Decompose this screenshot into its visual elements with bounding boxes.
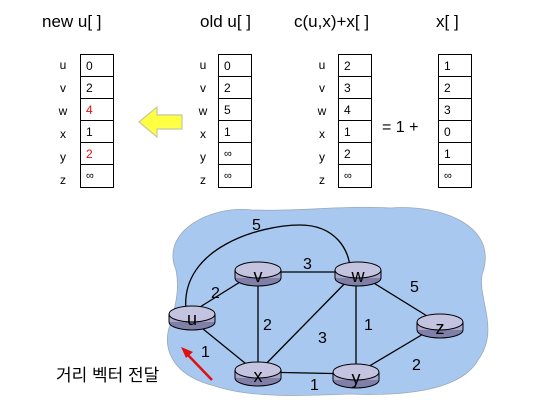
edge-w-x <box>257 271 357 373</box>
old-u-title: old u[ ] <box>200 12 252 31</box>
row-label: v <box>200 81 206 95</box>
table-cell: 3 <box>339 77 371 99</box>
row-label: x <box>60 127 66 141</box>
cost-u-x: 1 <box>201 344 210 361</box>
table-cell: ∞ <box>219 143 251 165</box>
table-cell: 0 <box>439 121 471 143</box>
cost-w-y: 1 <box>364 317 373 334</box>
cost-v-x: 2 <box>263 317 272 334</box>
row-label: x <box>200 127 206 141</box>
router-u-label: u <box>187 309 197 329</box>
router-z-label: z <box>436 318 445 338</box>
cost-y-z: 2 <box>412 357 421 374</box>
table-cell: 2 <box>81 77 113 99</box>
row-label: w <box>198 104 208 118</box>
row-label: y <box>319 150 325 164</box>
router-w-label: w <box>351 266 366 286</box>
cux-title: c(u,x)+x[ ] <box>294 12 370 31</box>
router-x-label: x <box>254 366 263 386</box>
equation-label: = 1 + <box>382 119 419 136</box>
table-cell: 2 <box>439 77 471 99</box>
router-y-label: y <box>352 368 361 388</box>
table-cell: 4 <box>81 99 113 121</box>
router-w: w <box>334 261 382 287</box>
edge-u-w <box>185 224 351 311</box>
router-z: z <box>416 313 464 339</box>
table-cell: 0 <box>81 55 113 77</box>
row-label: y <box>200 150 206 164</box>
row-label: z <box>319 173 325 187</box>
row-label: w <box>317 104 327 118</box>
row-label: z <box>60 173 66 187</box>
table-cell: ∞ <box>86 170 94 182</box>
row-label: v <box>319 81 325 95</box>
table-cell: 1 <box>439 55 471 77</box>
table-cell: ∞ <box>344 170 352 182</box>
cost-w-x: 3 <box>318 330 327 347</box>
table-cell: 1 <box>339 121 371 143</box>
row-label: w <box>58 104 68 118</box>
send-arrow-icon <box>181 347 213 381</box>
table-cell: 1 <box>219 121 251 143</box>
table-cell: 1 <box>439 143 471 165</box>
router-v: v <box>234 261 282 287</box>
row-label: u <box>199 58 207 72</box>
router-y: y <box>332 363 380 389</box>
x-table-title: x[ ] <box>436 12 459 31</box>
cost-w-z: 5 <box>410 279 419 296</box>
table-cell: 1 <box>81 121 113 143</box>
table-cell: ∞ <box>224 170 232 182</box>
table-cell: 2 <box>339 143 371 165</box>
row-label: v <box>60 81 66 95</box>
table-cell: 5 <box>219 99 251 121</box>
cost-u-v: 2 <box>211 285 220 302</box>
table-cell: ∞ <box>444 170 452 182</box>
cost-v-w: 3 <box>303 256 312 273</box>
row-label: u <box>318 58 326 72</box>
row-label: z <box>200 173 206 187</box>
caption: 거리 벡터 전달 <box>56 366 160 385</box>
router-v-label: v <box>254 266 263 286</box>
table-cell: 0 <box>219 55 251 77</box>
update-arrow-icon <box>138 105 183 139</box>
cost-x-y: 1 <box>310 377 319 394</box>
router-u: u <box>168 305 216 331</box>
row-label: u <box>59 58 67 72</box>
table-cell: 2 <box>339 55 371 77</box>
table-cell: 3 <box>439 99 471 121</box>
cost-u-w: 5 <box>252 217 261 234</box>
row-label: y <box>60 150 66 164</box>
table-cell: 2 <box>81 143 113 165</box>
new-u-title: new u[ ] <box>42 12 102 31</box>
router-x: x <box>234 361 282 387</box>
row-label: x <box>319 127 325 141</box>
table-cell: 2 <box>219 77 251 99</box>
table-cell: 4 <box>339 99 371 121</box>
